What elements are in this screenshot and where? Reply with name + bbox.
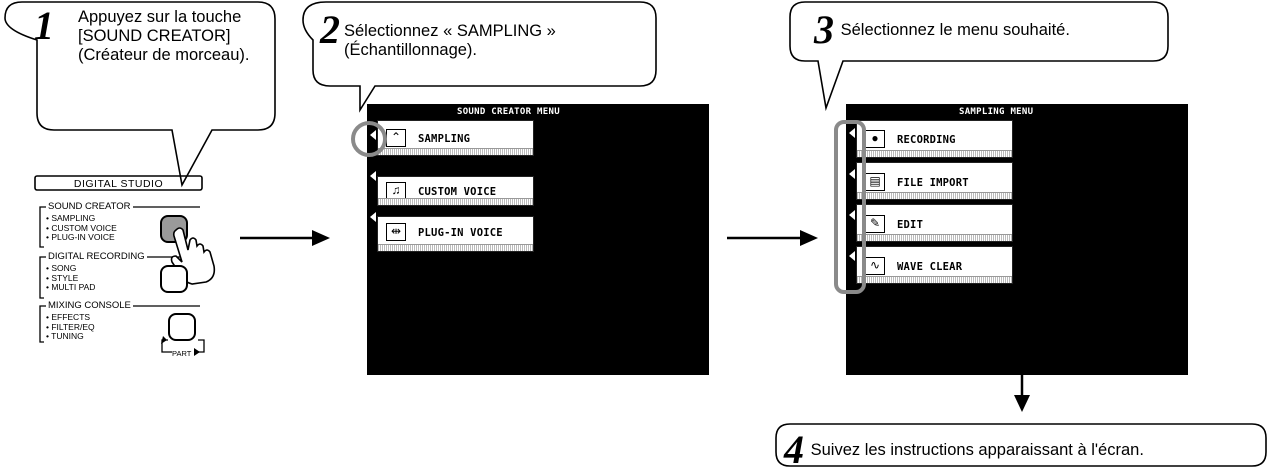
list-item: • EFFECTS xyxy=(46,312,91,322)
triangle-left-icon xyxy=(370,171,376,181)
list-item: • PLUG-IN VOICE xyxy=(46,232,115,242)
file-import-icon: ▤ xyxy=(865,173,885,191)
step4-callout: 4 Suivez les instructions apparaissant à… xyxy=(784,427,1264,472)
sound-creator-heading: SOUND CREATOR xyxy=(46,201,133,212)
mixing-console-list: • EFFECTS • FILTER/EQ • TUNING xyxy=(46,312,95,342)
edit-icon: ✎ xyxy=(865,215,885,233)
step-number-4: 4 xyxy=(784,427,804,472)
callout-step4 xyxy=(775,423,1267,467)
step3-callout: 3 Sélectionnez le menu souhaité. xyxy=(814,7,1164,52)
digital-recording-heading: DIGITAL RECORDING xyxy=(46,251,147,262)
list-item: • FILTER/EQ xyxy=(46,321,95,332)
sound-creator-menu-screen: SOUND CREATOR MENU ⌃ SAMPLING ♫ CUSTOM V… xyxy=(367,104,709,375)
menu-item-label: WAVE CLEAR xyxy=(897,261,963,273)
step3-text: Sélectionnez le menu souhaité. xyxy=(840,21,1070,39)
recording-icon: ● xyxy=(865,130,885,148)
list-item: • TUNING xyxy=(46,331,84,341)
menu-item-label: EDIT xyxy=(897,219,924,231)
callout-step1 xyxy=(4,1,276,188)
callout-step2 xyxy=(302,1,657,113)
sampling-menu-screen: SAMPLING MENU ● RECORDING ▤ FILE IMPORT … xyxy=(846,104,1188,375)
list-item: • STYLE xyxy=(46,272,79,283)
triangle-left-icon xyxy=(849,210,855,220)
wave-clear-icon: ∿ xyxy=(865,257,885,275)
step1-text: Appuyez sur la touche [SOUND CREATOR] (C… xyxy=(78,8,250,64)
step2-text-line2: (Échantillonnage). xyxy=(344,41,477,59)
screen-title: SOUND CREATOR MENU xyxy=(457,107,560,117)
arrow-down xyxy=(1014,373,1030,412)
step2-text-line1: Sélectionnez « SAMPLING » xyxy=(344,22,556,40)
menu-item-label: RECORDING xyxy=(897,134,956,146)
step-number-1: 1 xyxy=(34,3,54,48)
menu-item-label: SAMPLING xyxy=(418,133,471,145)
console-title: DIGITAL STUDIO xyxy=(73,178,164,190)
mixing-console-button[interactable] xyxy=(168,313,196,341)
menu-item-label: PLUG-IN VOICE xyxy=(418,227,503,239)
step-number-3: 3 xyxy=(814,7,834,52)
triangle-left-icon xyxy=(849,169,855,179)
list-item: • CUSTOM VOICE xyxy=(46,222,117,233)
callout-step3 xyxy=(789,1,1169,112)
triangle-left-icon xyxy=(370,212,376,222)
highlight-bracket xyxy=(834,120,866,294)
menu-item-file-import[interactable]: ▤ FILE IMPORT xyxy=(856,162,1013,200)
menu-item-recording[interactable]: ● RECORDING xyxy=(856,120,1013,158)
digital-recording-list: • SONG • STYLE • MULTI PAD xyxy=(46,263,96,293)
menu-item-edit[interactable]: ✎ EDIT xyxy=(856,204,1013,242)
arrow-right-2 xyxy=(727,230,818,246)
step1-callout: 1 Appuyez sur la touche [SOUND CREATOR] … xyxy=(34,3,272,65)
menu-item-label: FILE IMPORT xyxy=(897,177,969,189)
menu-item-label: CUSTOM VOICE xyxy=(418,186,497,198)
sound-creator-list: • SAMPLING • CUSTOM VOICE • PLUG-IN VOIC… xyxy=(46,213,117,243)
step4-text: Suivez les instructions apparaissant à l… xyxy=(810,441,1144,459)
step2-callout: 2 Sélectionnez « SAMPLING » (Échantillon… xyxy=(320,10,650,60)
screen-title: SAMPLING MENU xyxy=(959,107,1034,117)
mixing-console-heading: MIXING CONSOLE xyxy=(46,300,133,311)
plugin-voice-icon: ⇹ xyxy=(386,223,406,241)
digital-recording-button[interactable] xyxy=(160,265,188,293)
menu-item-plug-in-voice[interactable]: ⇹ PLUG-IN VOICE xyxy=(377,216,534,252)
triangle-left-icon xyxy=(849,251,855,261)
menu-item-wave-clear[interactable]: ∿ WAVE CLEAR xyxy=(856,246,1013,284)
sampling-icon: ⌃ xyxy=(386,129,406,147)
step-number-2: 2 xyxy=(320,7,340,52)
list-item: • SAMPLING xyxy=(46,213,96,223)
arrow-right-1 xyxy=(240,230,330,246)
highlight-circle xyxy=(351,121,387,157)
menu-item-custom-voice[interactable]: ♫ CUSTOM VOICE xyxy=(377,176,534,206)
part-label: PART xyxy=(172,349,192,358)
menu-item-sampling[interactable]: ⌃ SAMPLING xyxy=(377,120,534,156)
list-item: • MULTI PAD xyxy=(46,282,96,292)
triangle-left-icon xyxy=(849,128,855,138)
list-item: • SONG xyxy=(46,263,77,273)
